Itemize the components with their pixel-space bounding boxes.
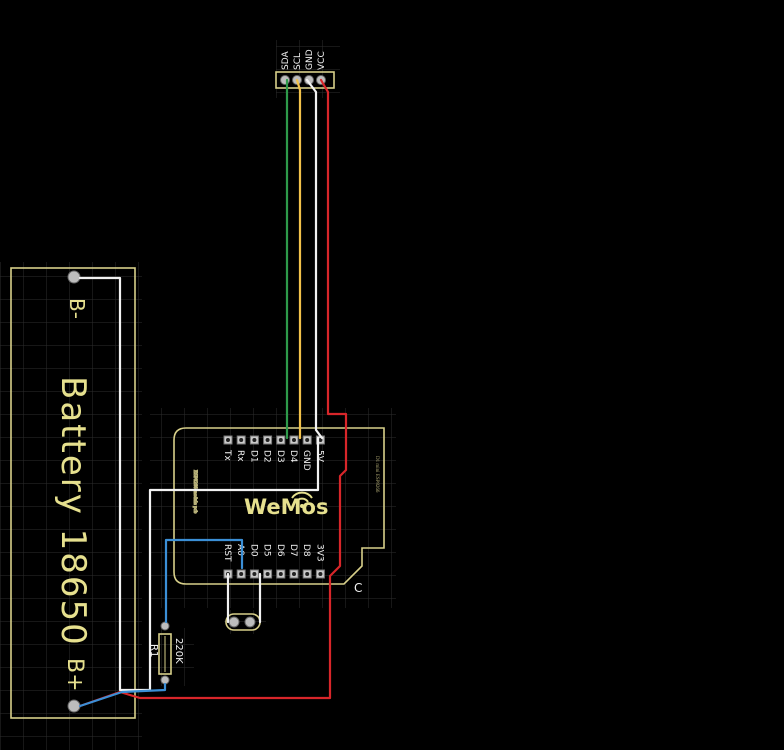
wire-r1-batt[interactable] xyxy=(78,682,167,708)
sensor-pin-sda[interactable] xyxy=(280,75,290,85)
resistor-ref: R1 xyxy=(148,644,159,657)
wemos-top-pin-hole xyxy=(305,438,310,442)
resistor-r1: R1 220K xyxy=(148,621,194,686)
wire-scl[interactable] xyxy=(295,78,302,440)
wemos-top-pin-hole xyxy=(252,438,257,442)
wire-jumper[interactable] xyxy=(226,572,262,624)
jumper-pad-left[interactable] xyxy=(228,616,240,628)
sensor-label-gnd: GND xyxy=(305,49,315,70)
battery-minus-pad[interactable] xyxy=(67,270,81,284)
wemos-bottom-pin-hole xyxy=(239,572,244,576)
wemos-outline xyxy=(173,427,385,585)
sensor-label-scl: SCL xyxy=(293,53,303,70)
wemos-top-label-rx: Rx xyxy=(235,450,245,462)
wire-vcc[interactable] xyxy=(78,78,348,708)
wemos-top-pin-hole xyxy=(278,438,283,442)
wemos-bottom-pin-hole xyxy=(305,572,310,576)
wemos-bottom-label-d5: D5 xyxy=(262,544,272,557)
wemos-bottom-label-a0: A0 xyxy=(235,544,245,556)
wemos-bottom-label-3v3: 3V3 xyxy=(314,544,324,562)
wifi-icon xyxy=(291,491,313,508)
wemos-top-label-5v: 5V xyxy=(314,450,324,463)
battery-plus-label: B+ xyxy=(62,658,87,692)
wemos-corner-mark: C xyxy=(354,581,362,595)
wemos-bottom-pin-hole xyxy=(318,572,323,576)
wemos-top-label-d1: D1 xyxy=(248,450,258,463)
wemos-bottom-pin-hole xyxy=(278,572,283,576)
wires xyxy=(78,78,348,708)
battery-holder: B- B+ Battery 18650 xyxy=(0,262,142,750)
wemos-board: WeMos ESP8266 module pcb D1 mini ESP8266… xyxy=(150,408,396,608)
battery-minus-label: B- xyxy=(65,298,89,319)
wemos-top-pin-hole xyxy=(239,438,244,442)
wire-gnd-sensor[interactable] xyxy=(305,78,324,440)
wemos-top-label-d4: D4 xyxy=(288,450,298,463)
wemos-logo: WeMos xyxy=(244,495,328,519)
wemos-bottom-label-d8: D8 xyxy=(301,544,311,557)
battery-name: Battery 18650 xyxy=(53,376,93,647)
sensor-label-sda: SDA xyxy=(281,51,291,70)
wemos-bottom-pin-hole xyxy=(252,572,257,576)
wemos-top-pin-hole xyxy=(292,438,296,442)
wemos-bottom-pin-hole xyxy=(265,572,270,576)
resistor-pad-top[interactable] xyxy=(160,621,170,631)
wemos-top-label-gnd: GND xyxy=(301,450,311,471)
resistor-value: 220K xyxy=(173,638,184,664)
battery-plus-pad[interactable] xyxy=(67,699,81,713)
wemos-side-text-left: ESP8266 module pcb xyxy=(192,470,197,514)
wire-a0[interactable] xyxy=(164,538,244,624)
wemos-top-label-d2: D2 xyxy=(262,450,272,463)
jumper-pad-right[interactable] xyxy=(244,616,256,628)
resistor-pad-bottom[interactable] xyxy=(160,675,170,685)
wemos-side-text-right: D1 mini ESP8266 xyxy=(374,456,379,493)
wemos-bottom-pin-hole xyxy=(292,572,296,576)
wemos-top-pin-hole xyxy=(318,438,323,442)
wemos-bottom-label-d6: D6 xyxy=(275,544,285,557)
wemos-top-pin-hole xyxy=(226,438,230,442)
wemos-bottom-label-rst: RST xyxy=(222,544,232,562)
wemos-top-label-d3: D3 xyxy=(275,450,285,463)
wemos-bottom-label-d0: D0 xyxy=(248,544,258,557)
wemos-bottom-label-d7: D7 xyxy=(288,544,298,557)
wemos-top-label-tx: Tx xyxy=(222,449,232,461)
sensor-label-vcc: VCC xyxy=(317,51,327,70)
wemos-top-pin-hole xyxy=(265,438,270,442)
